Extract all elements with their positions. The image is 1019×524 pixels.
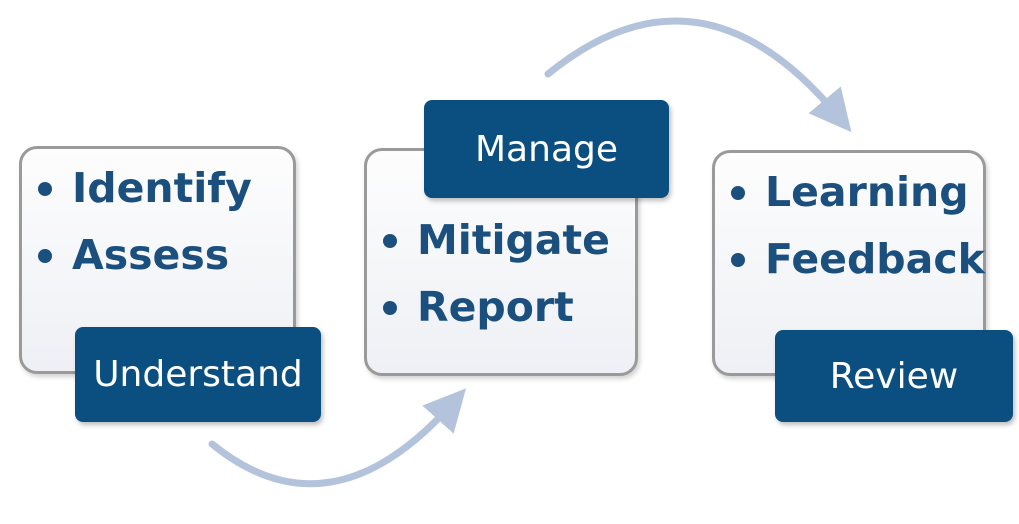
bullet-icon [383,301,397,315]
item-feedback: Feedback [765,235,985,283]
bullet-icon [38,249,52,263]
bullet-icon [383,234,397,248]
bullet-icon [731,186,745,200]
item-learning: Learning [765,168,969,216]
list-item: Mitigate [367,207,635,274]
bullet-icon [38,182,52,196]
list-item: Identify [22,155,293,222]
item-assess: Assess [72,231,230,279]
stage-review-items: Learning Feedback [715,153,985,293]
stage-understand-label: Understand [75,327,321,422]
list-item: Feedback [715,226,985,293]
list-item: Assess [22,222,293,289]
bullet-icon [731,253,745,267]
stage-understand-items: Identify Assess [22,149,293,289]
stage-manage-label: Manage [424,100,669,198]
stage-review-label: Review [775,330,1013,422]
item-report: Report [417,283,574,331]
item-identify: Identify [72,164,252,212]
list-item: Report [367,274,635,341]
list-item: Learning [715,159,983,226]
stage-manage-items: Mitigate Report [367,151,635,341]
item-mitigate: Mitigate [417,216,610,264]
